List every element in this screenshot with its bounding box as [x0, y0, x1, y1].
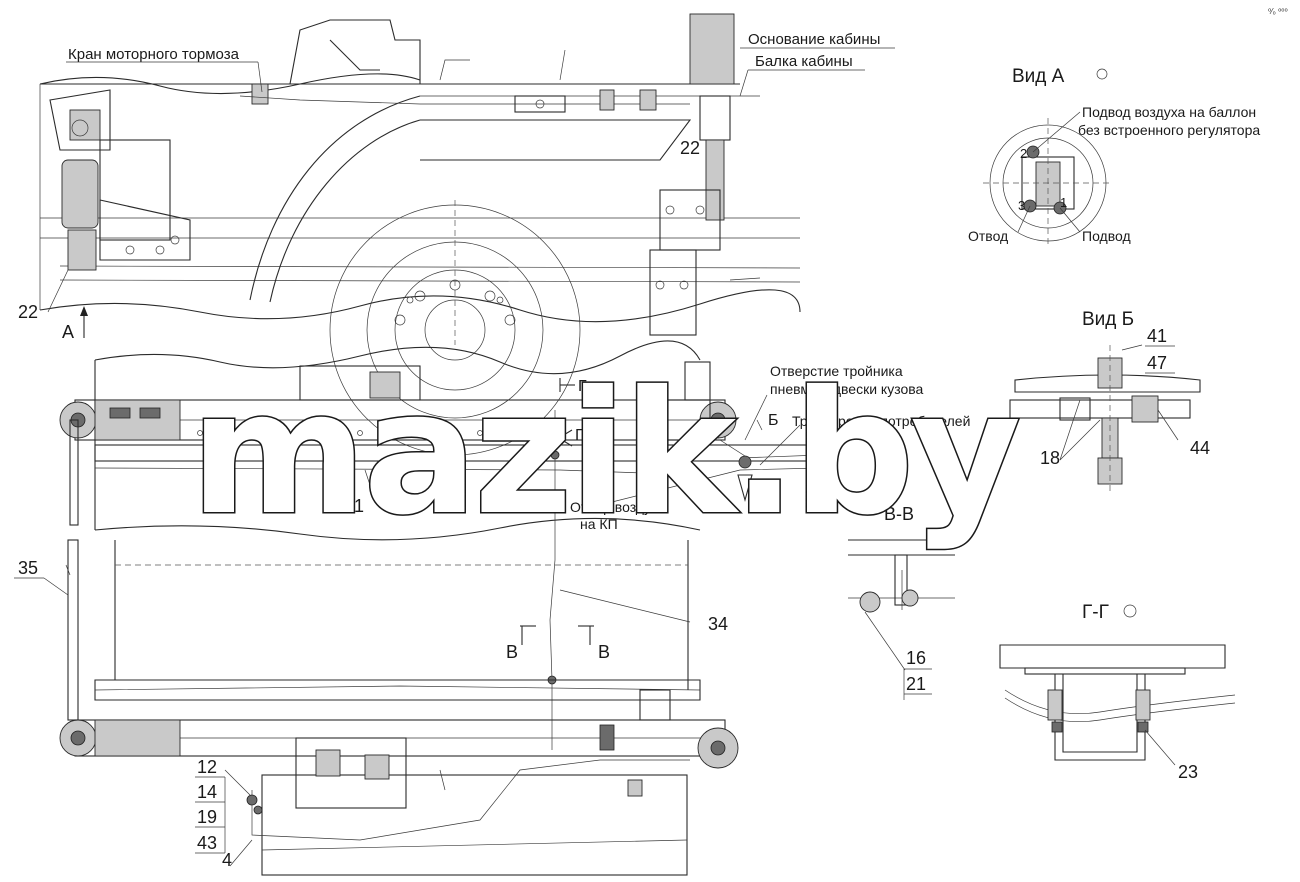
label-air-supply-2: без встроенного регулятора [1078, 122, 1260, 138]
label-cab-beam: Балка кабины [755, 53, 853, 70]
label-tee-hole-1: Отверстие тройника [770, 363, 903, 379]
label-44: 44 [1190, 438, 1210, 458]
corner-mark: ⁰⁄₀ ⁰⁰⁰ [1268, 7, 1288, 16]
label-air-take-1: Отбор воздуха [570, 499, 666, 515]
label-view-b: Вид Б [1082, 309, 1134, 330]
label-air-supply-1: Подвод воздуха на баллон [1082, 104, 1256, 120]
circle-num-3: 3 [1018, 198, 1025, 213]
label-g-mark-top: Г [578, 378, 587, 395]
watermark: mazik.by [190, 355, 1018, 553]
label-34: 34 [708, 614, 728, 634]
view-b-detail [1009, 344, 1201, 495]
label-4: 4 [222, 850, 232, 870]
label-outlet: Отвод [968, 228, 1008, 244]
label-consumer-pipeline: Трубопровод потребителей [792, 413, 970, 429]
label-air-take-2: на КП [580, 516, 618, 532]
label-22-right: 22 [680, 138, 700, 158]
label-16: 16 [906, 648, 926, 668]
label-43: 43 [197, 833, 217, 853]
view-a-detail [983, 111, 1113, 248]
label-22-left: 22 [18, 302, 38, 322]
labels: Кран моторного тормоза Основание кабины … [14, 7, 1288, 870]
label-g-mark-bottom: Г [575, 427, 584, 444]
label-v-right: В [598, 642, 610, 662]
section-gg-detail [999, 644, 1236, 766]
section-vv-detail [848, 539, 955, 671]
label-inlet: Подвод [1082, 228, 1131, 244]
top-side-view [39, 13, 801, 456]
circle-num-2: 2 [1020, 146, 1027, 161]
label-v-left: В [506, 642, 518, 662]
label-section-vv: В-В [884, 504, 914, 524]
label-47: 47 [1147, 353, 1167, 373]
label-tee-hole-2: пневмоподвески кузова [770, 381, 924, 397]
label-21: 21 [906, 674, 926, 694]
label-cab-base: Основание кабины [748, 31, 880, 48]
label-1: 1 [354, 496, 364, 516]
label-23: 23 [1178, 762, 1198, 782]
label-brake-valve: Кран моторного тормоза [68, 46, 240, 63]
label-view-a: Вид А [1012, 66, 1065, 87]
circle-num-1: 1 [1060, 195, 1067, 210]
label-35: 35 [18, 558, 38, 578]
lower-plan-view [59, 419, 739, 876]
label-14: 14 [197, 782, 217, 802]
label-12: 12 [197, 757, 217, 777]
label-a-arrow: А [62, 322, 74, 342]
label-b-mark: Б [768, 412, 779, 429]
label-18: 18 [1040, 448, 1060, 468]
label-41: 41 [1147, 326, 1167, 346]
label-section-gg: Г-Г [1082, 602, 1109, 623]
label-19: 19 [197, 807, 217, 827]
